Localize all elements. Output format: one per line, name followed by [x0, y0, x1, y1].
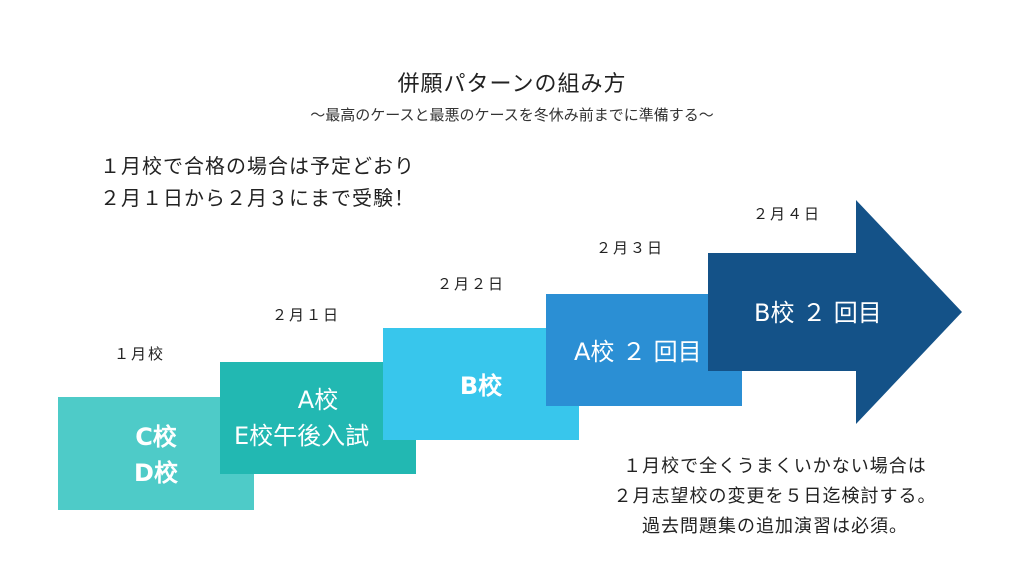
step-feb4-line: B校 ２ 回目: [754, 299, 882, 327]
note-failure-line: 過去問題集の追加演習は必須。: [642, 516, 908, 537]
date-label-feb2: ２月２日: [437, 275, 506, 293]
note-failure-line: １月校で全くうまくいかない場合は: [623, 456, 927, 477]
date-label-feb3: ２月３日: [596, 239, 665, 257]
step-feb2-line: B校: [459, 372, 503, 400]
page-title: 併願パターンの組み方: [397, 72, 627, 97]
step-feb4: B校 ２ 回目: [708, 253, 908, 371]
date-label-january: １月校: [114, 345, 166, 363]
note-failure: １月校で全くうまくいかない場合は ２月志望校の変更を５日迄検討する。 過去問題集…: [585, 452, 965, 542]
note-success-line: １月校で合格の場合は予定どおり: [100, 154, 415, 178]
step-january-line: D校: [134, 459, 178, 487]
date-label-feb4: ２月４日: [753, 205, 822, 223]
step-feb3-line: A校 ２ 回目: [574, 338, 702, 366]
step-january-line: C校: [135, 423, 177, 451]
step-feb1-line: E校午後入試: [234, 422, 370, 450]
date-label-feb1: ２月１日: [272, 306, 341, 324]
note-success-line: ２月１日から２月３にまで受験！: [100, 186, 415, 210]
page-subtitle: 〜最高のケースと最悪のケースを冬休み前までに準備する〜: [310, 106, 714, 124]
note-success: １月校で合格の場合は予定どおり ２月１日から２月３にまで受験！: [100, 150, 415, 214]
note-failure-line: ２月志望校の変更を５日迄検討する。: [613, 486, 937, 507]
step-feb1-line: A校: [297, 386, 339, 414]
